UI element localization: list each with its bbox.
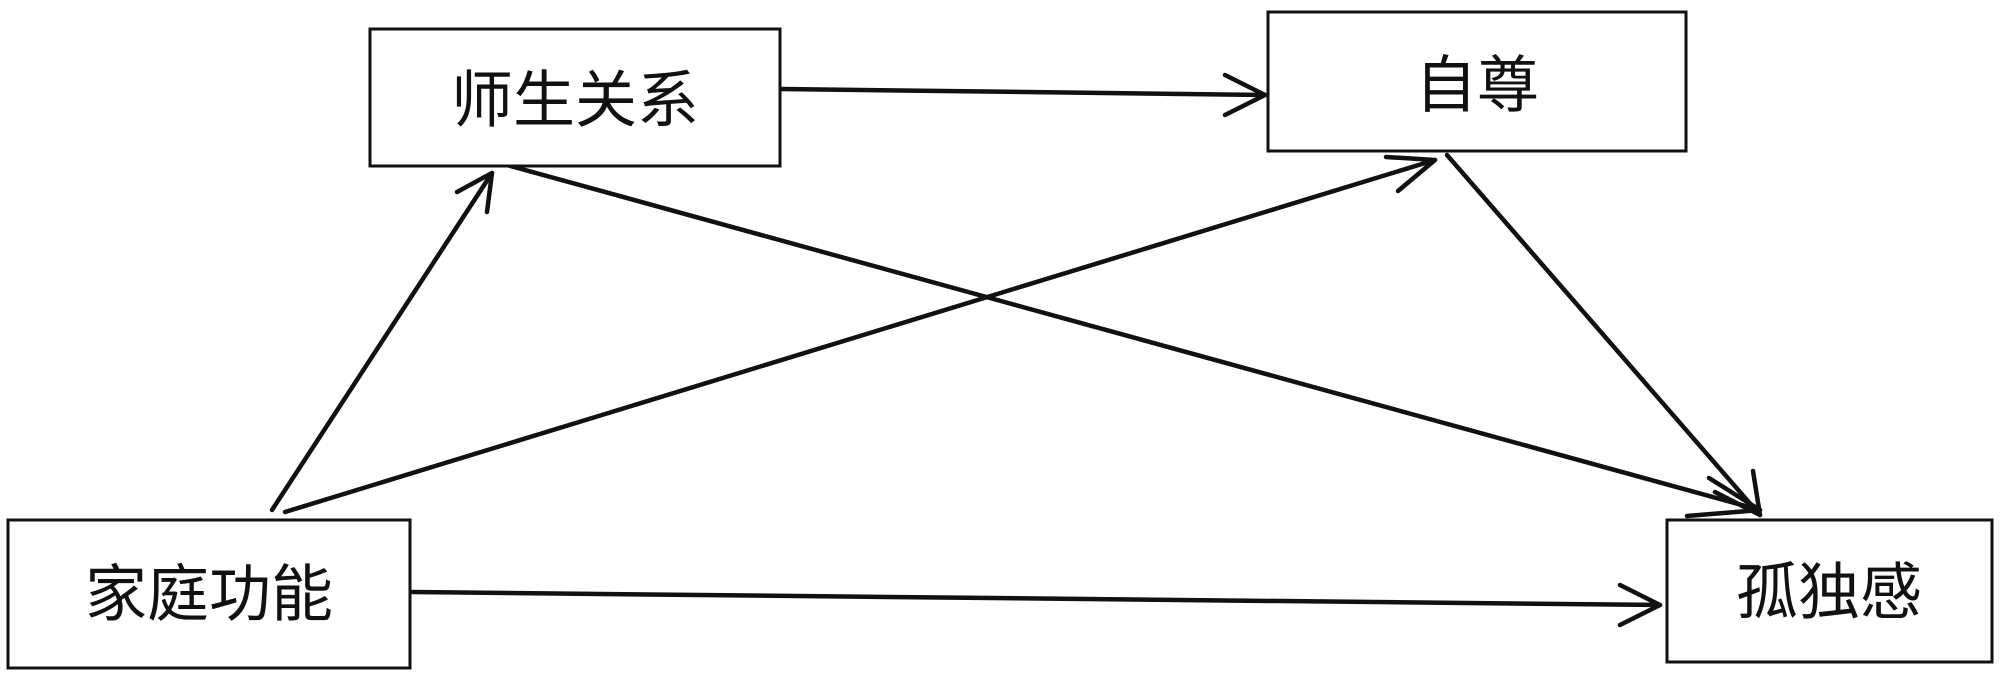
arrow-self-esteem-to-loneliness: [1444, 152, 1763, 518]
arrow-family-to-teacher-student: [269, 170, 495, 513]
arrow-teacher-student-to-self-esteem: [779, 72, 1268, 118]
arrows: [269, 72, 1763, 628]
arrow-family-to-self-esteem: [282, 154, 1438, 515]
node-box: [1665, 518, 1994, 664]
node-self-esteem: 自尊: [1266, 10, 1688, 153]
node-label-family-function: 家庭功能: [85, 558, 333, 631]
node-box: [1266, 10, 1688, 153]
node-label-self-esteem: 自尊: [1415, 49, 1539, 122]
node-label-teacher-student: 师生关系: [451, 64, 699, 137]
arrow-family-to-loneliness: [410, 582, 1663, 628]
node-box: [6, 518, 412, 670]
node-label-loneliness: 孤独感: [1736, 556, 1922, 629]
node-family-function: 家庭功能: [6, 518, 412, 670]
node-teacher-student: 师生关系: [368, 27, 782, 168]
node-loneliness: 孤独感: [1665, 518, 1994, 664]
arrow-teacher-student-to-loneliness: [504, 162, 1763, 519]
node-box: [368, 27, 782, 168]
